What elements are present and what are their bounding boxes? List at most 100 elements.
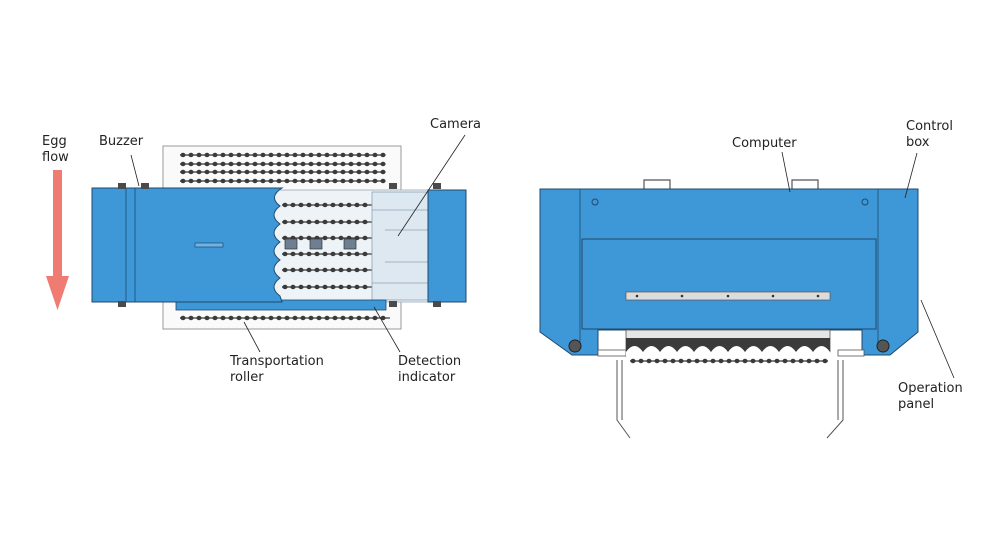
roller-bead xyxy=(380,169,386,175)
roller-bead xyxy=(244,315,250,321)
roller-bead xyxy=(290,267,296,273)
top-view-machine xyxy=(91,145,467,330)
roller-bead xyxy=(322,284,328,290)
roller-bead xyxy=(324,152,330,158)
roller-bead xyxy=(322,219,328,225)
egg-flow-line2: flow xyxy=(42,150,69,165)
egg-flow-label: Egg flow xyxy=(42,134,69,166)
roller-bead xyxy=(276,178,282,184)
roller-bead xyxy=(308,169,314,175)
roller-bead xyxy=(220,315,226,321)
roller-bead xyxy=(212,178,218,184)
roller-bead xyxy=(204,178,210,184)
roller-bead xyxy=(204,315,210,321)
roller-bead xyxy=(260,152,266,158)
roller-bead xyxy=(284,161,290,167)
roller-bead xyxy=(188,161,194,167)
roller-bead xyxy=(300,315,306,321)
roller-bead xyxy=(314,219,320,225)
roller-bead xyxy=(346,284,352,290)
roller-bead xyxy=(260,315,266,321)
roller-bead xyxy=(196,161,202,167)
mounting-bolts xyxy=(118,183,441,307)
roller-bead xyxy=(338,202,344,208)
roller-bead xyxy=(332,178,338,184)
roller-bead xyxy=(300,152,306,158)
roller-bead xyxy=(306,267,312,273)
roller-bead xyxy=(356,152,362,158)
roller-bead xyxy=(340,315,346,321)
roller-bead xyxy=(750,358,756,364)
roller-bead xyxy=(670,358,676,364)
roller-bead xyxy=(276,315,282,321)
roller-bead xyxy=(188,152,194,158)
roller-bead xyxy=(268,178,274,184)
roller-bead xyxy=(726,358,732,364)
roller-bead xyxy=(346,219,352,225)
roller-bead xyxy=(338,235,344,241)
roller-bead xyxy=(362,202,368,208)
roller-bead xyxy=(284,178,290,184)
roller-bead xyxy=(332,152,338,158)
roller-bead xyxy=(244,169,250,175)
roller-bead xyxy=(292,152,298,158)
roller-bead xyxy=(282,284,288,290)
egg-flow-line1: Egg xyxy=(42,134,67,149)
camera-label: Camera xyxy=(430,117,482,132)
control-box-line2: box xyxy=(906,135,930,150)
roller-bead xyxy=(678,358,684,364)
roller-bead xyxy=(338,219,344,225)
roller-bead xyxy=(330,284,336,290)
detection-indicator-label: Detection indicator xyxy=(398,354,461,386)
roller-bead xyxy=(354,251,360,257)
roller-bead xyxy=(324,178,330,184)
roller-bead xyxy=(306,219,312,225)
roller-bead xyxy=(316,178,322,184)
roller-bead xyxy=(362,284,368,290)
roller-bead xyxy=(380,152,386,158)
roller-bead xyxy=(180,178,186,184)
roller-bead xyxy=(188,315,194,321)
roller-bead xyxy=(380,178,386,184)
roller-bead xyxy=(252,315,258,321)
roller-bead xyxy=(324,315,330,321)
roller-bead xyxy=(298,267,304,273)
transportation-rollers-top xyxy=(180,152,386,184)
roller-bead xyxy=(322,251,328,257)
end-cap xyxy=(427,189,467,303)
roller-bead xyxy=(346,267,352,273)
roller-bead xyxy=(180,169,186,175)
roller-bead xyxy=(180,315,186,321)
roller-bead xyxy=(340,152,346,158)
roller-bead xyxy=(316,161,322,167)
roller-bead xyxy=(364,152,370,158)
roller-bead xyxy=(228,178,234,184)
roller-bead xyxy=(292,169,298,175)
roller-bead xyxy=(260,178,266,184)
roller-bead xyxy=(330,219,336,225)
roller-bead xyxy=(718,358,724,364)
roller-bead xyxy=(212,315,218,321)
roller-bead xyxy=(638,358,644,364)
roller-bead xyxy=(782,358,788,364)
roller-bead xyxy=(702,358,708,364)
roller-bead xyxy=(290,219,296,225)
roller-bead xyxy=(356,161,362,167)
roller-bead xyxy=(282,267,288,273)
roller-bead xyxy=(236,315,242,321)
roller-bead xyxy=(742,358,748,364)
roller-bead xyxy=(290,202,296,208)
leader-lines-left xyxy=(130,134,466,353)
roller-bead xyxy=(236,169,242,175)
roller-bead xyxy=(356,178,362,184)
roller-bead xyxy=(822,358,828,364)
roller-bead xyxy=(260,169,266,175)
roller-bead xyxy=(188,169,194,175)
roller-bead xyxy=(332,315,338,321)
operation-panel-label: Operation panel xyxy=(898,381,963,413)
roller-bead xyxy=(364,315,370,321)
roller-bead xyxy=(798,358,804,364)
roller-bead xyxy=(774,358,780,364)
roller-bead xyxy=(244,178,250,184)
roller-bead xyxy=(316,169,322,175)
